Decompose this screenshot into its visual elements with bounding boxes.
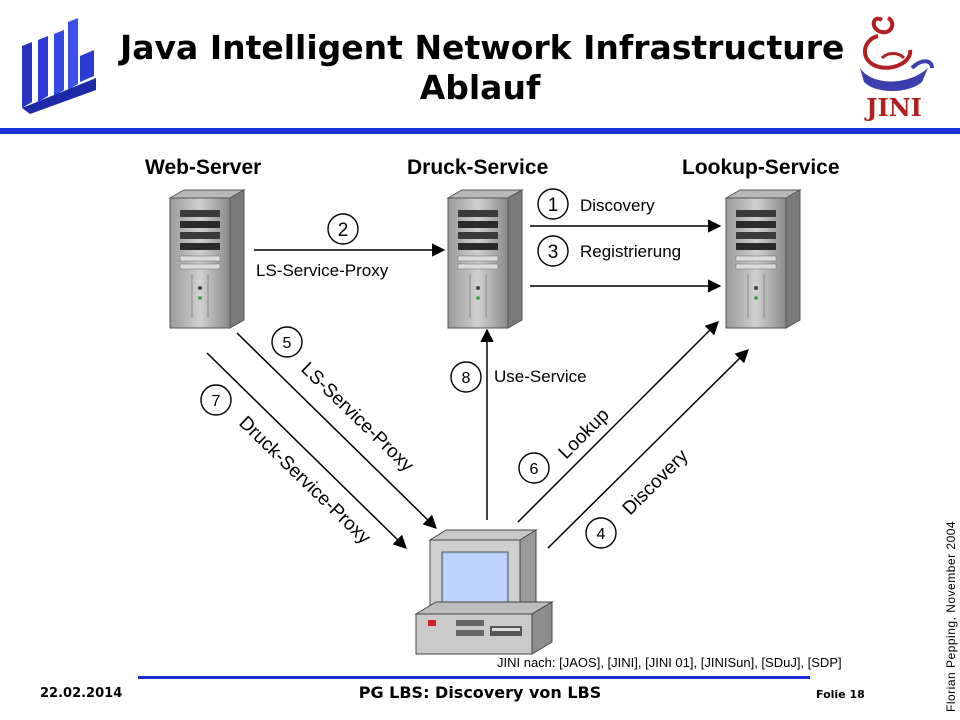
step-6-badge: 6 — [518, 452, 550, 484]
web-server-icon — [169, 189, 245, 329]
edge-3-label: Registrierung — [580, 242, 681, 261]
title-line-1: Java Intelligent Network Infrastructure — [120, 28, 845, 67]
step-1-badge: 1 — [537, 188, 569, 220]
edge-7-arrow — [206, 352, 407, 549]
footer-date: 22.02.2014 — [40, 686, 123, 701]
header-rule — [0, 128, 960, 134]
jini-genie-lamp-logo-icon: JINI — [852, 12, 936, 124]
edge-4-arrow — [547, 349, 749, 549]
step-7-badge: 7 — [200, 384, 232, 416]
step-3-badge: 3 — [537, 235, 569, 267]
svg-text:2: 2 — [338, 220, 349, 241]
jini-logo-text: JINI — [864, 93, 922, 122]
svg-text:7: 7 — [212, 393, 221, 410]
edge-1-label: Discovery — [580, 196, 655, 215]
step-2-badge: 2 — [327, 213, 359, 245]
footer-rule — [138, 676, 810, 679]
title-line-2: Ablauf — [419, 68, 541, 107]
svg-text:4: 4 — [597, 526, 606, 543]
author-note: Florian Pepping, November 2004 — [944, 520, 958, 712]
svg-text:3: 3 — [548, 242, 559, 263]
svg-text:8: 8 — [462, 370, 471, 387]
footer-page-number: Folie 18 — [816, 688, 865, 701]
page-title: Java Intelligent Network Infrastructure … — [120, 28, 845, 108]
svg-text:6: 6 — [530, 461, 539, 478]
edge-7-label: Druck-Service-Proxy — [235, 412, 375, 548]
druck-service-server-icon — [447, 189, 523, 329]
lookup-service-server-icon — [725, 189, 801, 329]
edge-6-label: Lookup — [555, 405, 614, 464]
druck-service-label: Druck-Service — [407, 156, 549, 179]
edge-8-label: Use-Service — [494, 367, 587, 386]
web-server-label: Web-Server — [145, 156, 262, 179]
university-logo-icon — [18, 16, 100, 114]
step-4-badge: 4 — [585, 517, 617, 549]
footer-title: PG LBS: Discovery von LBS — [358, 683, 602, 702]
edge-6-arrow — [517, 321, 719, 523]
lookup-service-label: Lookup-Service — [682, 156, 840, 179]
desktop-computer-icon — [414, 529, 554, 655]
edge-2-label: LS-Service-Proxy — [256, 261, 389, 280]
svg-text:1: 1 — [548, 195, 559, 216]
svg-text:5: 5 — [283, 335, 292, 352]
step-5-badge: 5 — [271, 326, 303, 358]
edge-5-arrow — [236, 332, 437, 529]
edge-4-label: Discovery — [619, 445, 693, 519]
source-note: JINI nach: [JAOS], [JINI], [JINI 01], [J… — [497, 655, 842, 670]
step-8-badge: 8 — [450, 361, 482, 393]
